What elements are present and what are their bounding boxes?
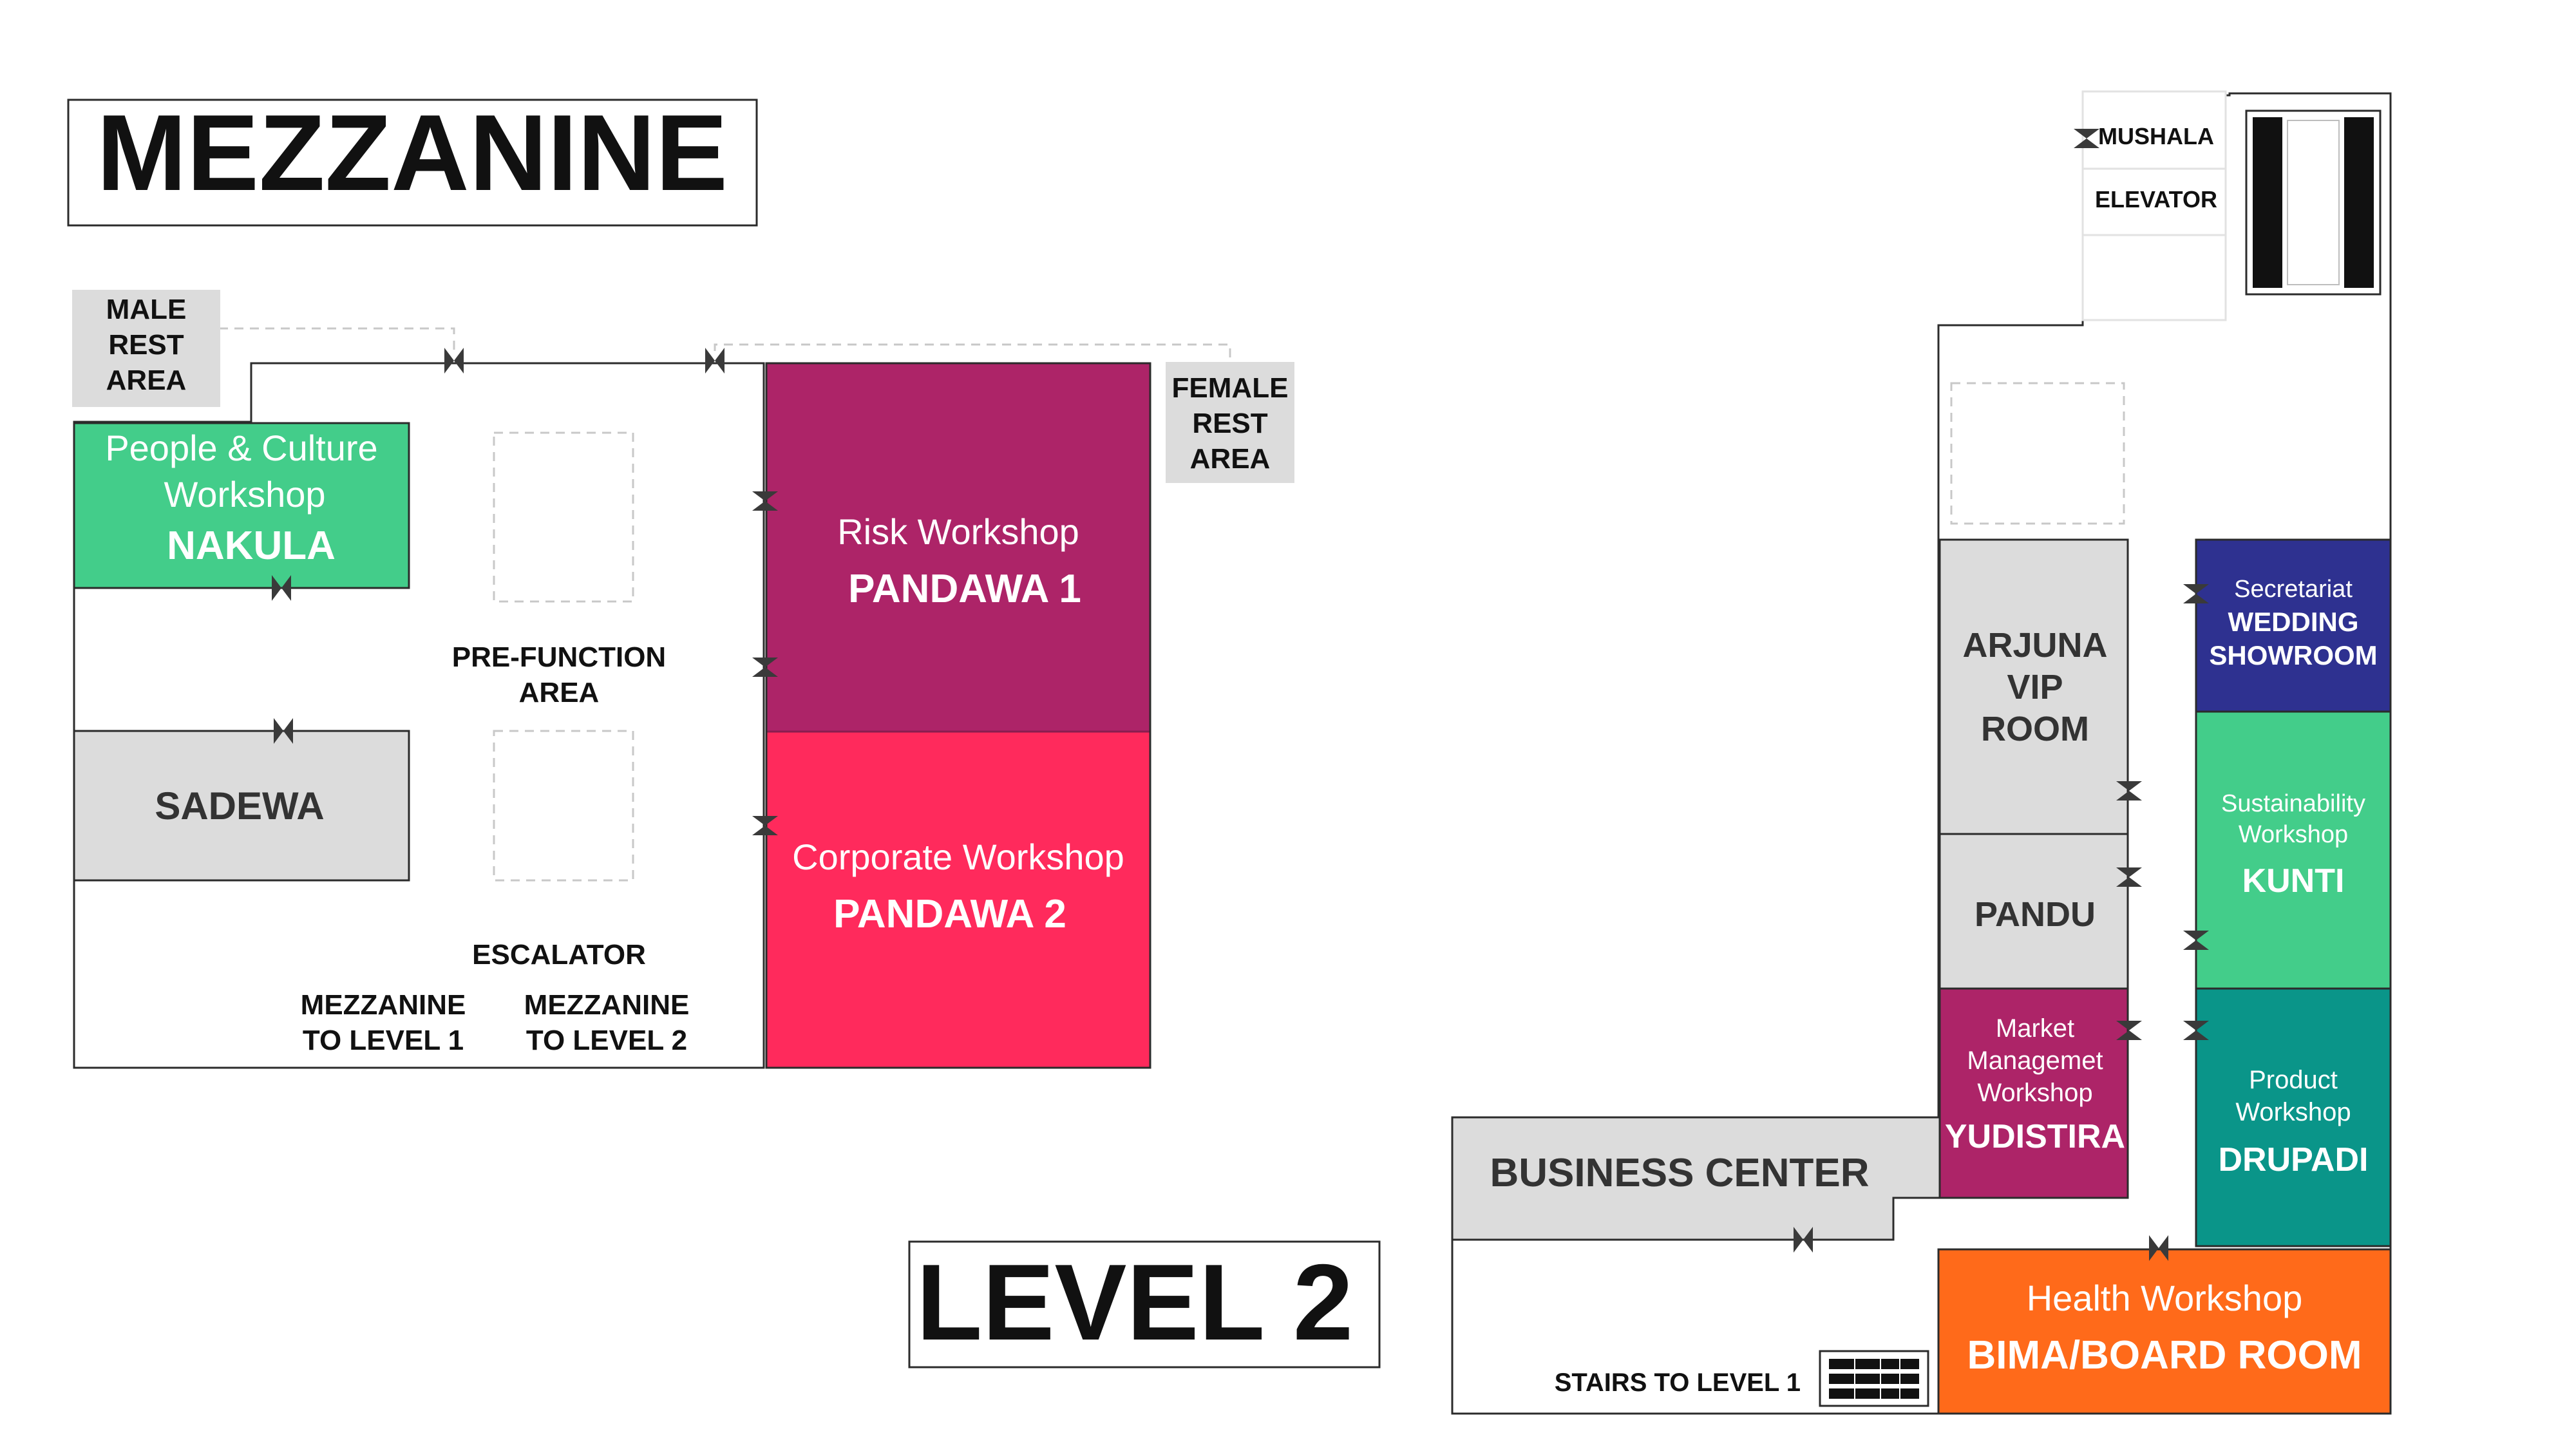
female-corridor-dashed <box>714 343 1231 362</box>
prefunction-dashed-box-bottom <box>493 730 634 882</box>
to-level2-label-2: TO LEVEL 2 <box>526 1025 687 1056</box>
arjuna-label-1: ARJUNA <box>1962 626 2107 665</box>
wedding-name-1: WEDDING <box>2228 607 2359 637</box>
kunti-subtitle-2: Workshop <box>2239 821 2348 848</box>
yudistira-subtitle-1: Market <box>1996 1014 2074 1043</box>
male-rest-label-1: MALE <box>106 294 187 325</box>
nakula-subtitle-2: Workshop <box>164 474 325 515</box>
mezzanine-title-box <box>67 99 758 227</box>
stairs-icon <box>1819 1350 1929 1407</box>
room-bima-board-room[interactable] <box>1937 1248 2392 1415</box>
wedding-subtitle: Secretariat <box>2234 576 2353 603</box>
male-rest-label-3: AREA <box>106 365 187 396</box>
female-rest-label-2: REST <box>1192 408 1267 439</box>
level2-section: LEVEL 2 MUSHALA ELEVATOR ARJUNA VIP ROOM… <box>908 90 2392 1415</box>
business-center-label: BUSINESS CENTER <box>1490 1151 1869 1195</box>
pandu-label: PANDU <box>1975 895 2096 934</box>
bima-subtitle: Health Workshop <box>2027 1278 2303 1318</box>
room-arjuna-vip[interactable] <box>1938 538 2129 835</box>
level2-dashed-box <box>1950 382 2125 525</box>
room-pandawa-2[interactable] <box>766 732 1150 1068</box>
room-pandu[interactable] <box>1938 833 2129 990</box>
room-pandawa-1[interactable] <box>766 363 1150 732</box>
female-rest-label-3: AREA <box>1190 443 1271 475</box>
room-yudistira[interactable] <box>1938 987 2129 1199</box>
room-kunti[interactable] <box>2195 710 2392 990</box>
level2-title-box <box>908 1240 1381 1368</box>
bima-name: BIMA/BOARD ROOM <box>1967 1333 2362 1378</box>
arjuna-label-3: ROOM <box>1981 710 2089 748</box>
room-wedding-showroom[interactable] <box>2195 538 2392 713</box>
pandawa2-name: PANDAWA 2 <box>833 892 1066 936</box>
elevator-label: ELEVATOR <box>2095 186 2217 213</box>
pandawa1-name: PANDAWA 1 <box>848 567 1081 611</box>
mezzanine-title: MEZZANINE <box>97 92 728 213</box>
room-nakula[interactable] <box>73 422 410 589</box>
male-rest-label-2: REST <box>108 329 184 361</box>
yudistira-name: YUDISTIRA <box>1945 1118 2125 1155</box>
room-drupadi[interactable] <box>2195 987 2392 1247</box>
level2-title: LEVEL 2 <box>916 1242 1353 1363</box>
room-sadewa[interactable] <box>73 730 410 882</box>
nakula-subtitle-1: People & Culture <box>105 428 377 468</box>
male-corridor-dashed <box>219 327 455 351</box>
prefunction-dashed-box-top <box>493 431 634 603</box>
mushala-label: MUSHALA <box>2098 123 2214 149</box>
nakula-name: NAKULA <box>167 524 336 568</box>
female-rest-area <box>1166 362 1294 483</box>
female-rest-label-1: FEMALE <box>1172 372 1289 404</box>
drupadi-name: DRUPADI <box>2218 1141 2368 1179</box>
to-level1-label-1: MEZZANINE <box>301 989 466 1021</box>
drupadi-subtitle-1: Product <box>2249 1066 2338 1094</box>
pandawa1-subtitle: Risk Workshop <box>837 511 1079 552</box>
arjuna-label-2: VIP <box>2007 668 2063 706</box>
to-level1-label-2: TO LEVEL 1 <box>303 1025 464 1056</box>
stairs-label: STAIRS TO LEVEL 1 <box>1555 1368 1801 1397</box>
drupadi-subtitle-2: Workshop <box>2235 1098 2351 1126</box>
yudistira-subtitle-2: Managemet <box>1967 1046 2103 1075</box>
yudistira-subtitle-3: Workshop <box>1977 1079 2092 1107</box>
male-rest-area <box>72 290 220 407</box>
prefunction-label-1: PRE-FUNCTION <box>452 641 666 673</box>
mushala-elevator-block <box>2081 90 2227 321</box>
pandawa-outline <box>765 362 1151 1069</box>
to-level2-label-1: MEZZANINE <box>524 989 690 1021</box>
room-business-center[interactable] <box>1451 1116 1941 1241</box>
sadewa-name: SADEWA <box>155 784 324 828</box>
wedding-name-2: SHOWROOM <box>2209 640 2377 670</box>
kunti-name: KUNTI <box>2242 862 2345 900</box>
kunti-subtitle-1: Sustainability <box>2221 790 2365 817</box>
prefunction-label-2: AREA <box>519 677 600 708</box>
pandawa2-subtitle: Corporate Workshop <box>792 837 1124 877</box>
escalator-label: ESCALATOR <box>472 939 646 971</box>
mezzanine-section: MEZZANINE MALE REST AREA FEMALE REST ARE… <box>67 92 1294 1069</box>
elevator-icon <box>2245 109 2382 296</box>
